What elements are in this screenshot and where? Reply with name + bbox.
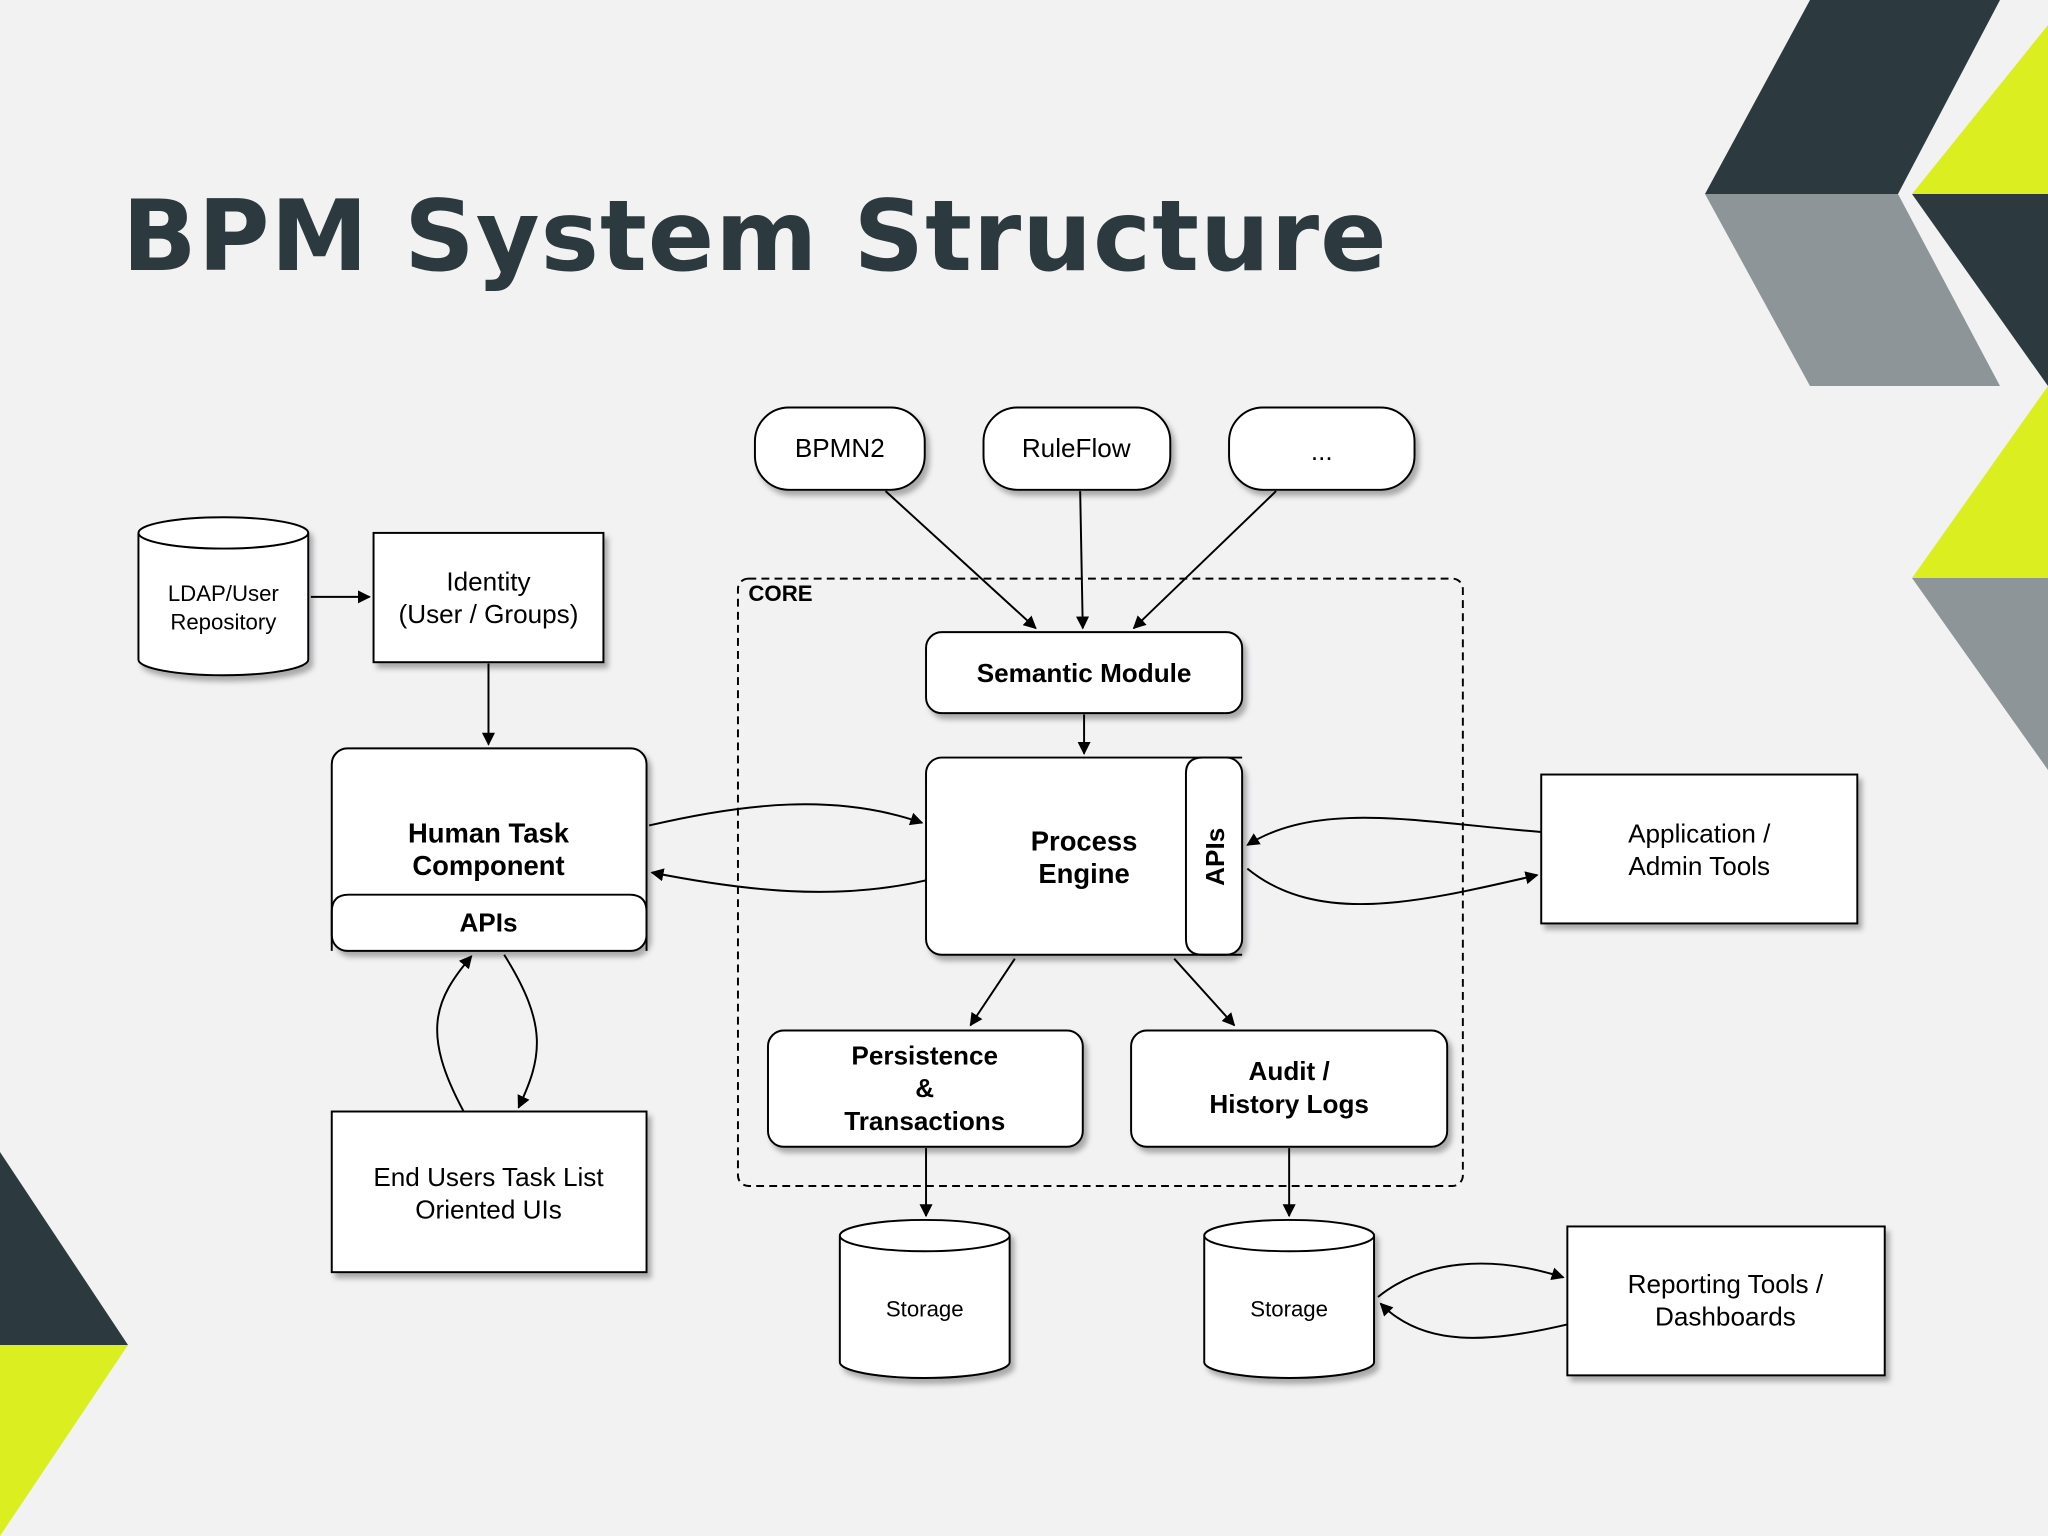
input-more-label: ... (1311, 436, 1333, 466)
end-users-label-2: Oriented UIs (415, 1195, 562, 1225)
arrow-human-task-to-end-users (503, 954, 538, 1109)
input-ruleflow-label: RuleFlow (1022, 433, 1131, 463)
storage-2-label: Storage (1250, 1297, 1328, 1322)
reporting-label-2: Dashboards (1655, 1302, 1796, 1332)
engine-apis-label: APIs (1200, 828, 1230, 886)
semantic-module-label: Semantic Module (977, 658, 1192, 688)
semantic-module-box (925, 631, 1244, 715)
input-bpmn2-label: BPMN2 (795, 433, 885, 463)
arrow-ruleflow-to-semantic (1076, 491, 1090, 630)
persistence-label-1: Persistence (851, 1040, 998, 1070)
core-label: CORE (748, 581, 812, 606)
slide-title: BPM System Structure (122, 180, 1388, 294)
arrow-human-task-to-engine (648, 803, 924, 827)
chevron-dark-bottom-left (0, 1152, 128, 1345)
storage-cylinder-2 (1203, 1218, 1376, 1379)
arrow-engine-to-audit (1173, 958, 1236, 1027)
persistence-box (767, 1029, 1084, 1148)
chevron-grey-top (1705, 194, 2000, 386)
chevron-lime-bottom-left (0, 1345, 128, 1536)
chevron-lime-mid (1912, 386, 2048, 578)
core-boundary (736, 577, 1464, 1187)
identity-label-1: Identity (446, 566, 530, 596)
arrow-end-users-to-human-task (436, 955, 473, 1112)
ldap-label-2: Repository (170, 610, 277, 635)
arrow-app-admin-to-engine (1246, 816, 1542, 846)
human-task-apis-tab (330, 893, 648, 951)
end-users-label-1: End Users Task List (373, 1162, 604, 1192)
storage-1-label: Storage (886, 1297, 964, 1322)
persistence-label-3: Transactions (844, 1106, 1005, 1136)
identity-box (372, 531, 605, 664)
human-task-apis-label: APIs (459, 907, 517, 937)
human-task-label-1: Human Task (408, 817, 570, 848)
process-engine-label-2: Engine (1038, 858, 1129, 889)
persistence-label-2: & (915, 1073, 934, 1103)
audit-label-2: History Logs (1209, 1089, 1369, 1119)
identity-label-2: (User / Groups) (399, 599, 579, 629)
human-task-box (330, 747, 648, 952)
process-engine-box (925, 756, 1244, 956)
ldap-label-1: LDAP/User (168, 581, 280, 606)
arrow-bpmn2-to-semantic (884, 490, 1037, 630)
input-more (1228, 406, 1416, 491)
reporting-box (1566, 1225, 1886, 1377)
arrow-more-to-semantic (1132, 490, 1277, 630)
arrow-engine-to-persistence (969, 958, 1016, 1027)
audit-box (1130, 1029, 1449, 1148)
arrow-reporting-to-storage (1379, 1302, 1568, 1339)
process-engine-apis-tab (1184, 756, 1243, 956)
app-admin-label-1: Application / (1628, 818, 1771, 848)
chevron-dark-top (1705, 0, 2000, 194)
storage-cylinder-1 (838, 1218, 1011, 1379)
app-admin-box (1540, 773, 1859, 925)
audit-label-1: Audit / (1249, 1056, 1330, 1086)
human-task-label-2: Component (412, 850, 564, 881)
end-users-box (330, 1110, 648, 1274)
process-engine-label-1: Process (1031, 825, 1138, 856)
app-admin-label-2: Admin Tools (1628, 851, 1770, 881)
arrow-engine-to-human-task (650, 868, 927, 893)
arrow-storage-to-reporting (1377, 1262, 1565, 1298)
input-ruleflow (982, 406, 1172, 491)
reporting-label-1: Reporting Tools / (1628, 1269, 1824, 1299)
arrow-engine-to-app-admin (1246, 867, 1539, 906)
input-bpmn2 (753, 406, 926, 491)
chevron-grey-mid (1912, 578, 2048, 770)
ldap-repository-cylinder (137, 516, 310, 677)
chevron-dark-right (1912, 194, 2048, 386)
chevron-lime-top (1912, 25, 2048, 194)
